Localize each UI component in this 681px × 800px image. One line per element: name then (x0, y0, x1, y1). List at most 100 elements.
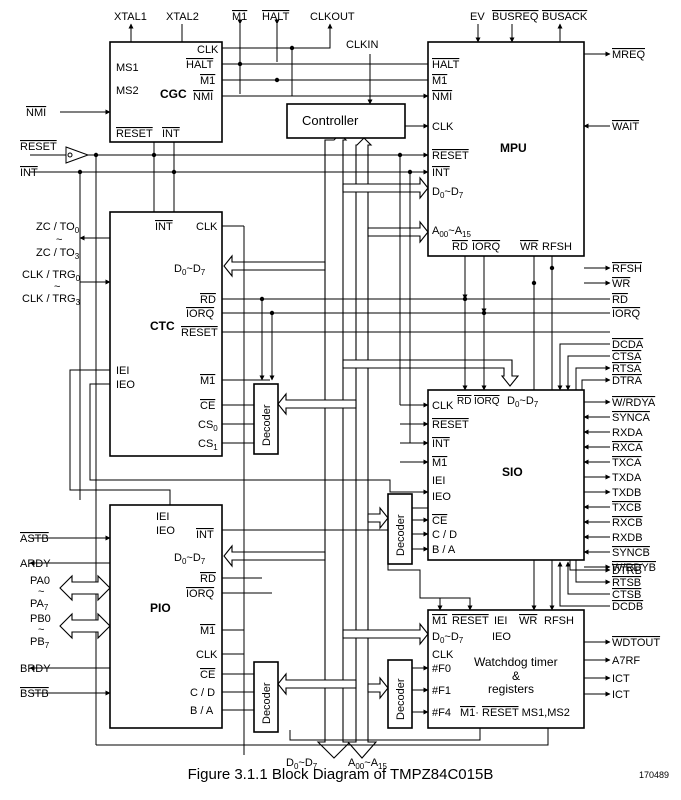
cgc-ms2: MS2 (116, 85, 139, 97)
pin-int: INT (20, 167, 38, 179)
pin-wrdya: W/RDYA (612, 397, 656, 409)
pin-clk-trg3: CLK / TRG3 (22, 293, 81, 307)
pin-dcdb-label: DCDB (612, 601, 643, 613)
ctc-int: INT (155, 221, 173, 233)
ctc-iorq: IORQ (186, 308, 215, 320)
controller-block: Controller (286, 103, 406, 139)
pin-wr: WR (612, 278, 630, 290)
pio-cd: C / D (190, 687, 215, 699)
sio-block: SIO CLK RD IORQ D0~D7 RESET INT M1 IEI I… (427, 389, 585, 561)
pin-txdb: TXDB (612, 487, 641, 499)
sio-ba: B / A (432, 544, 456, 556)
port-a-arrow (59, 574, 111, 602)
pin-xtal1: XTAL1 (114, 11, 147, 23)
decoder-sio: Decoder (387, 493, 413, 565)
wdt-block: M1 RESET IEI WR RFSH D0~D7 IEO CLK #F0 #… (427, 609, 585, 729)
decoder-pio-label: Decoder (261, 682, 273, 724)
decoder-wdt-label: Decoder (395, 678, 407, 720)
pin-rtsa: RTSA (612, 363, 642, 375)
bottom-address-bus-label: A00~A15 (348, 757, 387, 771)
ctc-title: CTC (150, 319, 175, 333)
ctc-data-bus-label: D0~D7 (174, 263, 206, 277)
sio-right-pin-lines (557, 343, 611, 607)
sio-data-branch (342, 359, 520, 387)
pin-rtsb-label: RTSB (612, 577, 641, 589)
sio-addr-branch (367, 506, 389, 530)
pin-pa0: PA0 (30, 575, 50, 587)
ctc-block: CTC INT CLK D0~D7 RD IORQ RESET IEI IEO … (109, 211, 223, 457)
wdt-rfsh: RFSH (544, 615, 574, 627)
pin-ctsa: CTSA (612, 351, 642, 363)
mpu-rd: RD (452, 241, 468, 253)
reset-buffer (65, 146, 90, 164)
wdt-bottom-signals: M1· RESET MS1,MS2 (460, 707, 570, 719)
pin-ev: EV (470, 11, 485, 23)
sio-reset: RESET (432, 419, 469, 431)
data-bus-trunk (316, 133, 352, 759)
ctc-clk: CLK (196, 221, 218, 233)
wdt-ieo: IEO (492, 631, 511, 643)
pin-brdy: BRDY (20, 663, 51, 675)
pio-int: INT (196, 529, 214, 541)
pin-txda: TXDA (612, 472, 642, 484)
right-pin-labels: MREQ WAIT RFSH WR RD IORQ DCDA CTSA RTSA… (612, 49, 660, 701)
pin-rxcb: RXCB (612, 517, 643, 529)
pin-mreq: MREQ (612, 49, 645, 61)
reset-buffer-bubble (67, 152, 73, 158)
wdt-wr: WR (519, 615, 537, 627)
sio-rd: RD (457, 396, 471, 407)
decoder-ctc: Decoder (253, 383, 279, 455)
mpu-data-bus-label: D0~D7 (432, 186, 464, 200)
pin-ctsb-label: CTSB (612, 589, 641, 601)
wdt-m1: M1 (432, 615, 447, 627)
controller-title: Controller (302, 113, 359, 128)
pio-ba: B / A (190, 705, 214, 717)
bottom-bus-labels: D0~D7 A00~A15 (286, 757, 387, 771)
bottom-data-bus-label: D0~D7 (286, 757, 318, 771)
mpu-halt: HALT (432, 59, 460, 71)
pin-ardy: ARDY (20, 558, 51, 570)
ctc-m1: M1 (200, 375, 215, 387)
pin-zc-range: ~ (56, 234, 62, 246)
sio-m1: M1 (432, 457, 447, 469)
sio-iei: IEI (432, 475, 445, 487)
wdt-iei: IEI (494, 615, 507, 627)
sio-ieo: IEO (432, 491, 451, 503)
pio-addr-branch (277, 672, 357, 696)
wdt-f4: #F4 (432, 707, 451, 719)
pin-iorq: IORQ (612, 308, 641, 320)
pin-clkout: CLKOUT (310, 11, 355, 23)
sio-title: SIO (502, 465, 523, 479)
decoder-pio: Decoder (253, 661, 279, 733)
pin-rxda: RXDA (612, 427, 643, 439)
pin-halt: HALT (262, 11, 290, 23)
pin-rfsh: RFSH (612, 263, 642, 275)
pin-pb7: PB7 (30, 636, 50, 650)
figure-number: 170489 (638, 770, 669, 780)
port-b-arrow (59, 612, 111, 640)
pin-rxdb: RXDB (612, 532, 643, 544)
mpu-data-branch (342, 176, 429, 200)
sio-clk: CLK (432, 400, 454, 412)
pio-data-bus-label: D0~D7 (174, 552, 206, 566)
data-bus (223, 133, 520, 759)
pin-dtrb-label: DTRB (612, 565, 642, 577)
pin-clk-trg0: CLK / TRG0 (22, 269, 81, 283)
cgc-ms1: MS1 (116, 62, 139, 74)
mpu-title: MPU (500, 141, 527, 155)
pin-txcb: TXCB (612, 502, 641, 514)
sio-ce: CE (432, 515, 447, 527)
wdt-data-bus-label: D0~D7 (432, 631, 464, 645)
ctc-reset: RESET (181, 327, 218, 339)
pio-rd: RD (200, 573, 216, 585)
mpu-block: MPU HALT M1 NMI CLK RESET INT D0~D7 A00~… (427, 41, 585, 257)
mpu-clk: CLK (432, 121, 454, 133)
pin-wrdyb: W/RDYB (612, 562, 656, 574)
pin-busack: BUSACK (542, 11, 588, 23)
mpu-addr-bus-label: A00~A15 (432, 225, 471, 239)
junction-dots (77, 45, 555, 316)
sio-cd: C / D (432, 529, 457, 541)
left-pin-labels: NMI RESET INT ZC / TO0 ~ ZC / TO3 CLK / … (20, 107, 81, 700)
sio-iorq: IORQ (474, 396, 500, 407)
